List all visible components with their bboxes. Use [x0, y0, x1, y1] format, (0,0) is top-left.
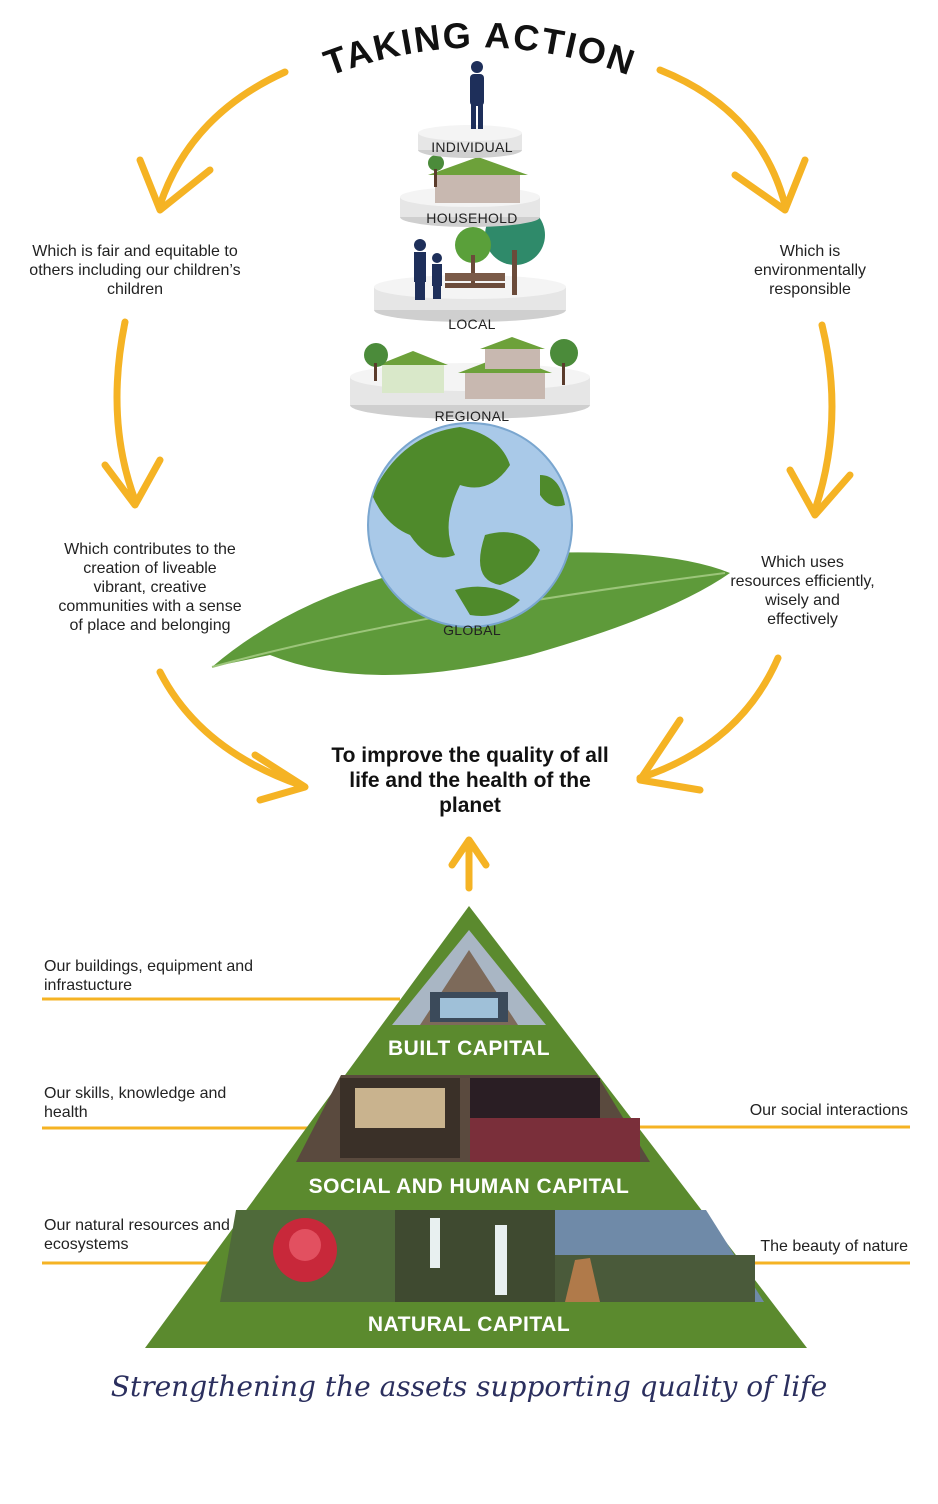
- platter-household: [400, 155, 540, 227]
- arrow-top-left: [156, 68, 289, 209]
- arrow-left-mid: [113, 318, 139, 504]
- scale-stack: [211, 61, 730, 675]
- capital-pyramid: [42, 836, 910, 1348]
- level-global: GLOBAL: [443, 622, 501, 638]
- built-capital-label: BUILT CAPITAL: [387, 1037, 551, 1060]
- natural-capital-photos: [220, 1210, 764, 1302]
- note-beauty: The beauty of nature: [760, 1238, 908, 1255]
- natural-capital-label: NATURAL CAPITAL: [367, 1313, 571, 1336]
- cycle-text-top-left: Which is fair and equitable to others in…: [29, 243, 241, 298]
- level-individual: INDIVIDUAL: [431, 139, 513, 155]
- arrow-bottom-right: [636, 654, 782, 782]
- arrow-bottom-left: [156, 668, 304, 789]
- cycle-arrows: [101, 66, 854, 804]
- level-regional: REGIONAL: [434, 408, 510, 424]
- up-arrow: [448, 836, 490, 892]
- goal-statement: To improve the quality of all life and t…: [331, 744, 609, 817]
- social-capital-photo: [296, 1075, 650, 1162]
- built-capital-photo: [392, 930, 546, 1025]
- tagline: Strengthening the assets supporting qual…: [110, 1370, 828, 1403]
- note-natural-resources: Our natural resources and ecosystems: [44, 1217, 230, 1253]
- cycle-text-top-right: Which is environmentally responsible: [753, 243, 867, 298]
- note-social-interactions: Our social interactions: [749, 1102, 908, 1119]
- note-skills: Our skills, knowledge and health: [44, 1085, 227, 1121]
- arrow-top-right: [656, 66, 789, 209]
- social-capital-label: SOCIAL AND HUMAN CAPITAL: [308, 1175, 630, 1198]
- cycle-text-bottom-right: Which uses resources efficiently, wisely…: [730, 554, 875, 628]
- globe-illustration: [367, 422, 573, 628]
- platter-individual: [418, 61, 522, 158]
- level-household: HOUSEHOLD: [426, 210, 518, 226]
- level-local: LOCAL: [448, 316, 496, 332]
- arrow-right-mid: [811, 321, 836, 514]
- platter-regional: [350, 337, 590, 419]
- note-built: Our buildings, equipment and infrastuctu…: [44, 958, 254, 994]
- guide-lines: [42, 997, 910, 1265]
- platter-local: [374, 205, 566, 322]
- cycle-text-bottom-left: Which contributes to the creation of liv…: [58, 541, 242, 634]
